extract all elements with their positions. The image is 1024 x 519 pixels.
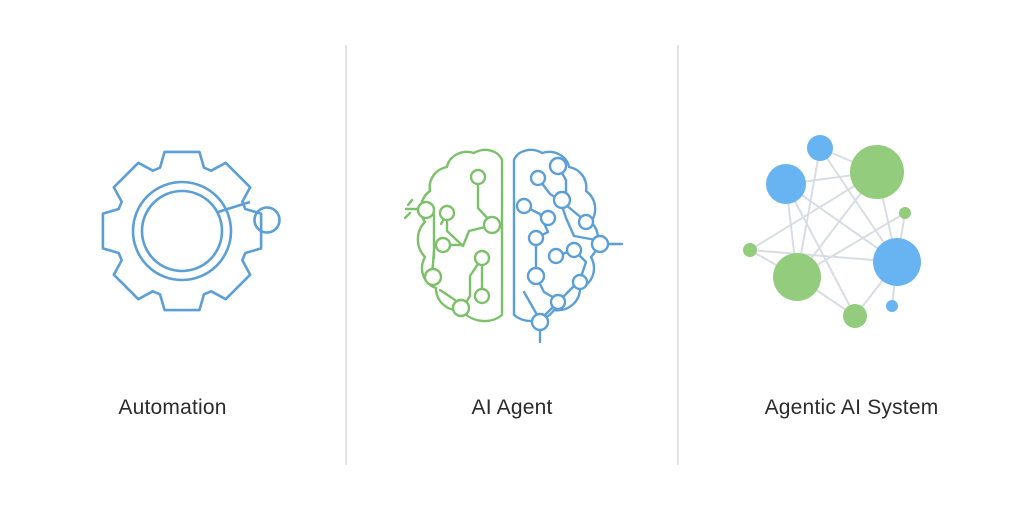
node-network-icon [743, 135, 921, 328]
gear-core-ring [140, 189, 224, 273]
gear-knob [253, 206, 281, 234]
panel-ai-agent: AI Agent [347, 0, 677, 519]
label-agentic-ai-system: Agentic AI System [764, 396, 939, 419]
brain-right-nodes [515, 156, 610, 332]
label-ai-agent: AI Agent [471, 396, 553, 419]
gear-inner-ring [131, 180, 233, 282]
brain-circuit-icon [403, 148, 624, 344]
divider-right [677, 45, 679, 465]
panel-agentic-ai-system: Agentic AI System [679, 0, 1024, 519]
label-automation: Automation [118, 396, 227, 419]
gear-outline [101, 150, 263, 312]
gear-automation-icon [101, 150, 281, 312]
panel-automation: Automation [0, 0, 345, 519]
divider-left [345, 45, 347, 465]
network-nodes [743, 135, 921, 328]
gear-pointer [217, 200, 251, 214]
brain-left-nodes [416, 168, 502, 318]
